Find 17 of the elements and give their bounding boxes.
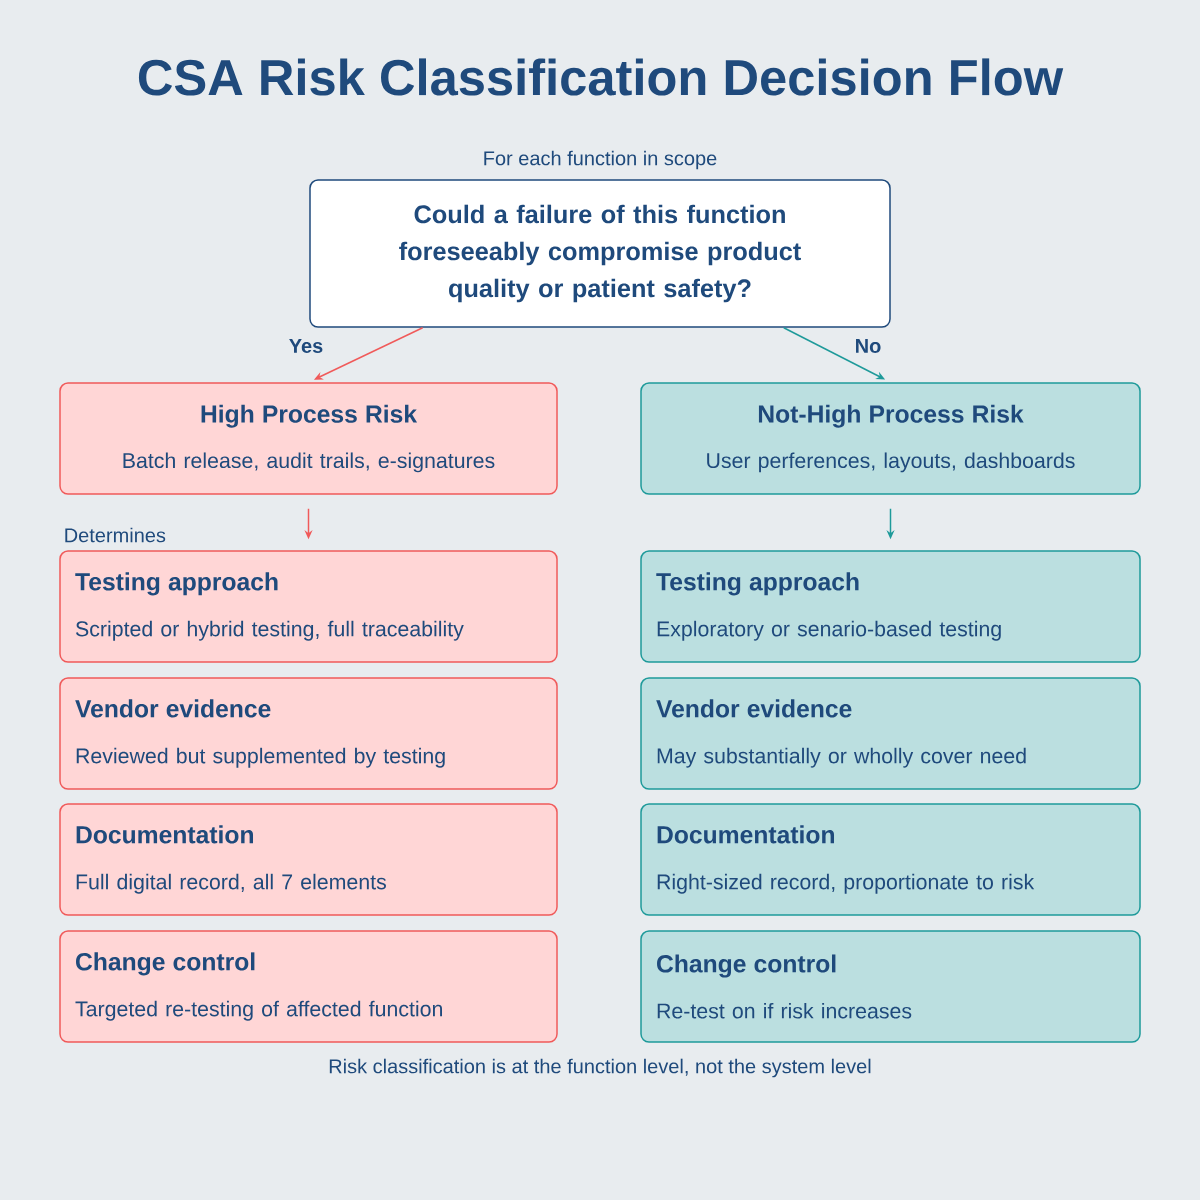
requirement-box: Vendor evidence Reviewed but supplemented by testing bbox=[59, 677, 558, 790]
requirement-box: Change control Re-test on if risk increases bbox=[640, 930, 1141, 1043]
edge-label: No bbox=[856, 339, 881, 353]
note-text: For each function in scope bbox=[484, 150, 717, 170]
title: CSA Risk Classification Decision Flow bbox=[138, 58, 1064, 96]
risk-box: High Process Risk Batch release, audit trails, e-signatures bbox=[59, 382, 558, 495]
requirement-box: Documentation Right-sized record, proportionate to risk bbox=[640, 803, 1141, 916]
requirement-box: Testing approach Scripted or hybrid testing, full traceability bbox=[59, 550, 558, 663]
requirement-box: Testing approach Exploratory or senario-based testing bbox=[640, 550, 1141, 663]
question-box: Could a failure of this function foreseeably compromise product quality or patient safety? bbox=[309, 179, 891, 328]
requirement-box: Documentation Full digital record, all 7 elements bbox=[59, 803, 558, 916]
annotation-text: Determines bbox=[65, 527, 166, 543]
requirement-box: Vendor evidence May substantially or wholly cover need bbox=[640, 677, 1141, 790]
risk-box: Not-High Process Risk User perferences, layouts, dashboards bbox=[640, 382, 1141, 495]
footnote-text: Risk classification is at the function level, not the system level bbox=[329, 1058, 871, 1078]
edge-label: Yes bbox=[289, 339, 323, 353]
requirement-box: Change control Targeted re-testing of affected function bbox=[59, 930, 558, 1043]
